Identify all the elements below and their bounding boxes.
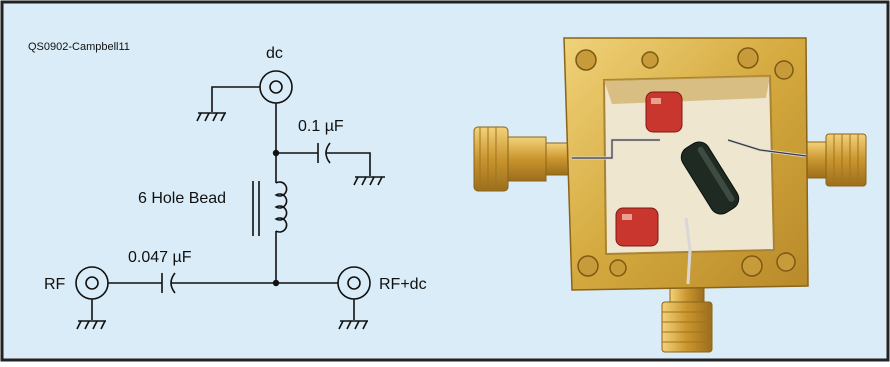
left-sma-connector (473, 126, 573, 192)
junction-dot (272, 149, 280, 157)
rf-dc-connector-symbol (337, 266, 371, 330)
bypass-capacitor-symbol (276, 142, 385, 186)
capacitor-top (645, 91, 683, 133)
right-sma-connector (805, 133, 867, 187)
bypass-capacitor-label: 0.1 µF (298, 118, 344, 135)
dc-ground-symbol (196, 86, 260, 122)
inductor-symbol (252, 153, 288, 283)
dc-label: dc (266, 45, 283, 62)
schematic (75, 70, 385, 330)
inductor-label: 6 Hole Bead (138, 190, 226, 207)
rf-connector-symbol (75, 266, 109, 330)
capacitor-bottom (615, 207, 659, 247)
junction-dot (272, 279, 280, 287)
screw-holes (575, 47, 796, 277)
figure-id-label: QS0902-Campbell11 (28, 41, 130, 53)
coupling-capacitor-label: 0.047 µF (128, 249, 192, 266)
rf-label: RF (44, 276, 66, 293)
ferrite-bead (680, 141, 740, 215)
bias-tee-photo (473, 37, 867, 353)
bottom-sma-connector (661, 283, 713, 353)
rf-line (108, 272, 338, 294)
rf-dc-label: RF+dc (379, 276, 427, 293)
